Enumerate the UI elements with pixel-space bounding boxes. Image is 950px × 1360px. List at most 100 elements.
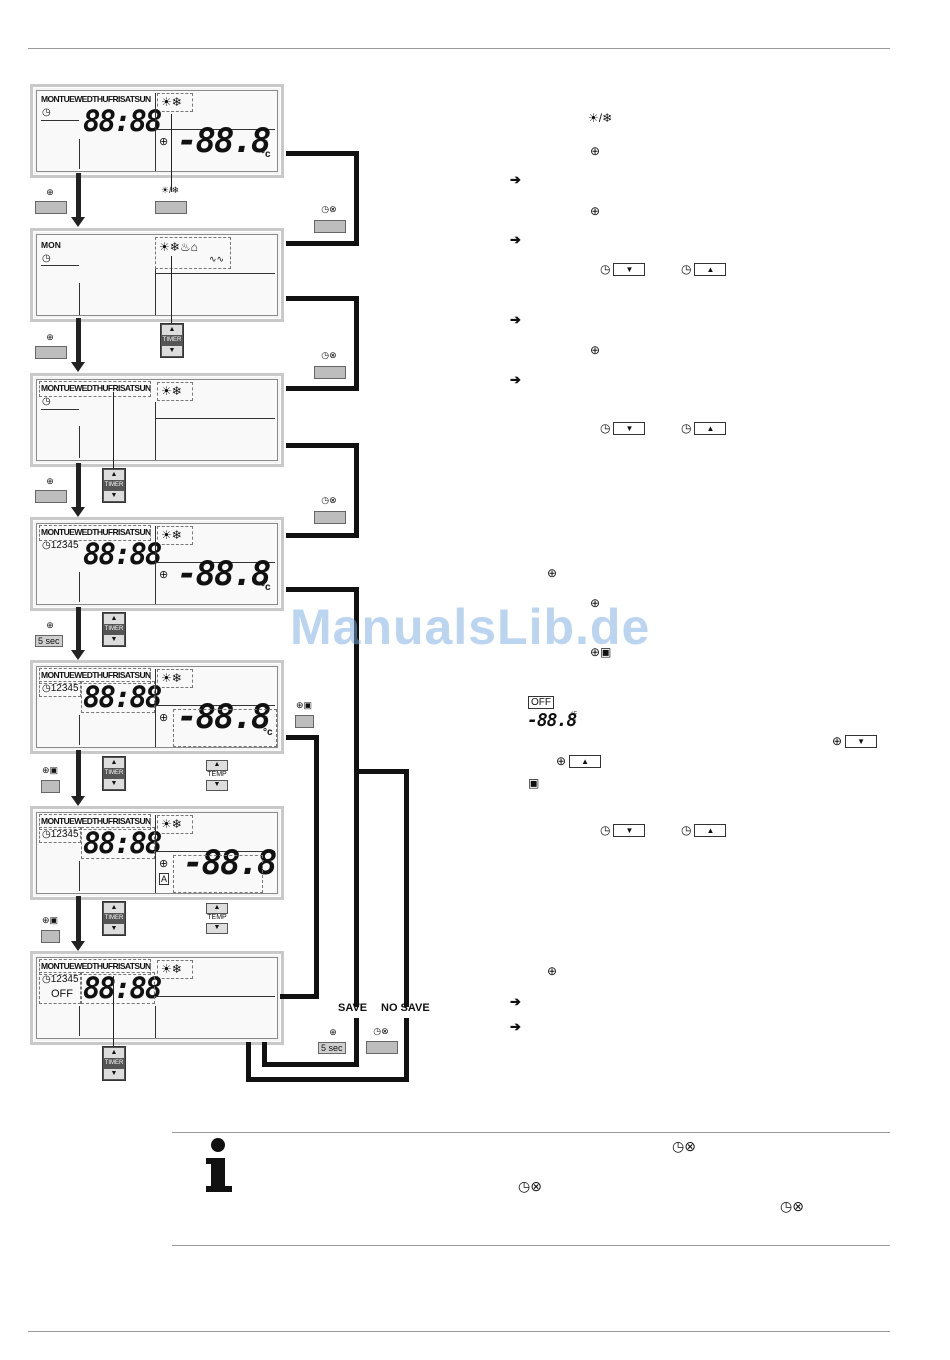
enter-icon: ⊕: [547, 964, 558, 978]
top-rule: [28, 48, 890, 49]
thermo-auto-icon: ⊕▣: [295, 700, 313, 710]
unit-c: °c: [263, 727, 273, 738]
program-row: ◷12345: [42, 829, 79, 840]
unit-c: °c: [261, 582, 271, 593]
enter-icon: ⊕: [547, 566, 558, 580]
flow-arrow: [71, 463, 85, 517]
temp-updown-button[interactable]: ▲ TEMP ▼: [206, 903, 228, 934]
enter-icon: ⊕: [590, 343, 601, 357]
program-row: ◷12345: [42, 683, 79, 694]
sun-snow-icons: ☀❄: [161, 671, 182, 685]
timer-updown-button[interactable]: ▲TIMER▼: [102, 901, 126, 936]
clock-cancel-icon: ◷⊗: [672, 1138, 696, 1154]
timer-updown-button[interactable]: ▲TIMER▼: [102, 468, 126, 503]
timer-up-key: ◷▲: [681, 823, 727, 838]
enter-icon: ⊕: [590, 204, 601, 218]
thermo-down-key: ⊕▼: [832, 734, 878, 749]
enter-button[interactable]: [35, 346, 67, 359]
temperature-display: -88.8: [177, 121, 271, 161]
lcd-screen-7: MONTUEWEDTHUFRISATSUN ☀❄ ◷12345 OFF 88:8…: [30, 951, 284, 1045]
temperature-display: -88.8: [177, 697, 271, 737]
lcd-screen-6: MONTUEWEDTHUFRISATSUN ☀❄ ◷12345 88:88 ⊕ …: [30, 806, 284, 900]
days-row: MONTUEWEDTHUFRISATSUN: [41, 961, 151, 971]
arrow-right-icon: ➔: [510, 312, 521, 327]
mode-button[interactable]: [155, 201, 187, 214]
sun-snow-icons: ☀❄: [161, 817, 182, 831]
no-save-button[interactable]: [366, 1041, 398, 1054]
arrow-right-icon: ➔: [510, 172, 521, 187]
timer-up-key: ◷▲: [681, 421, 727, 436]
temperature-display: -88.8: [183, 843, 277, 883]
time-display: 88:88: [83, 826, 162, 860]
thermo-auto-icon: ⊕▣: [590, 645, 612, 659]
thermo-auto-button[interactable]: [41, 930, 60, 943]
wave-icon: ∿∿: [209, 254, 225, 264]
thermo-up-key: ⊕▲: [556, 754, 602, 769]
lcd-screen-1: MONTUEWEDTHUFRISATSUN ☀❄ ◷ 88:88 ⊕ -88.8…: [30, 84, 284, 178]
lcd-screen-4: MONTUEWEDTHUFRISATSUN ☀❄ ◷12345 88:88 ⊕ …: [30, 517, 284, 611]
timer-updown-button[interactable]: ▲TIMER▼: [102, 1046, 126, 1081]
clock-cancel-icon: ◷⊗: [780, 1198, 804, 1214]
clock-cancel-icon: ◷⊗: [518, 1178, 542, 1194]
arrow-right-icon: ➔: [510, 994, 521, 1009]
off-box: OFF: [528, 696, 554, 709]
days-row: MONTUEWEDTHUFRISATSUN: [41, 383, 151, 393]
cancel-button[interactable]: [314, 220, 346, 233]
cancel-button[interactable]: [314, 511, 346, 524]
flow-arrow: [71, 173, 85, 227]
program-row: ◷12345: [42, 974, 79, 985]
clock-cancel-icon: ◷⊗: [321, 350, 337, 360]
arrow-right-icon: ➔: [510, 372, 521, 387]
lcd-screen-5: MONTUEWEDTHUFRISATSUN ☀❄ ◷12345 88:88 ⊕ …: [30, 660, 284, 754]
enter-icon: ⊕: [329, 1027, 337, 1037]
thermometer-icon: ⊕: [159, 858, 169, 870]
thermo-auto-button[interactable]: [295, 715, 314, 728]
clock-cancel-icon: ◷⊗: [321, 204, 337, 214]
sun-snow-key-icon: ☀/❄: [160, 185, 180, 195]
lcd-screen-3: MONTUEWEDTHUFRISATSUN ☀❄ ◷: [30, 373, 284, 467]
timer-up-key: ◷▲: [681, 262, 727, 277]
thermo-auto-button[interactable]: [41, 780, 60, 793]
days-row: MONTUEWEDTHUFRISATSUN: [41, 816, 151, 826]
enter-icon: ⊕: [590, 596, 601, 610]
sun-snow-icon: ☀/❄: [588, 111, 613, 125]
info-rule-bottom: [172, 1245, 890, 1246]
enter-button[interactable]: [35, 490, 67, 503]
clock-icon: ◷: [42, 107, 51, 118]
timer-down-key: ◷▼: [600, 823, 646, 838]
info-icon: [206, 1138, 232, 1192]
flow-arrow: [71, 750, 85, 806]
watermark: ManualsLib.de: [290, 599, 651, 655]
time-display: 88:88: [83, 971, 162, 1005]
timer-updown-button[interactable]: ▲TIMER▼: [160, 323, 184, 358]
save-label: SAVE: [338, 1002, 368, 1014]
thermo-auto-icon: ⊕▣: [41, 915, 59, 925]
enter-icon: ⊕: [46, 476, 54, 486]
arrow-right-icon: ➔: [510, 232, 521, 247]
bottom-rule: [28, 1331, 890, 1332]
temp-updown-button[interactable]: ▲ TEMP ▼: [206, 760, 228, 791]
sun-snow-icons: ☀❄: [161, 95, 182, 109]
timer-updown-button[interactable]: ▲TIMER▼: [102, 612, 126, 647]
sun-snow-icons: ☀❄: [161, 384, 182, 398]
temperature-display: -88.8: [177, 554, 271, 594]
timer-down-key: ◷▼: [600, 421, 646, 436]
sun-snow-icons: ☀❄: [161, 528, 182, 542]
thermo-auto-icon: ⊕▣: [41, 765, 59, 775]
info-rule-top: [172, 1132, 890, 1133]
temp-small-display: -88.8: [527, 710, 577, 731]
unit-c: °c: [261, 149, 271, 160]
time-display: 88:88: [83, 537, 162, 571]
no-save-label: NO SAVE: [381, 1002, 430, 1014]
days-row: MONTUEWEDTHUFRISATSUN: [41, 670, 151, 680]
cancel-button[interactable]: [314, 366, 346, 379]
off-label: OFF: [51, 988, 73, 1000]
days-row: MONTUEWEDTHUFRISATSUN: [41, 527, 151, 537]
timer-updown-button[interactable]: ▲TIMER▼: [102, 756, 126, 791]
thermometer-icon: ⊕: [159, 712, 169, 724]
five-sec-button[interactable]: 5 sec: [35, 635, 63, 647]
enter-button[interactable]: [35, 201, 67, 214]
five-sec-save-button[interactable]: 5 sec: [318, 1042, 346, 1054]
thermometer-icon: ⊕: [159, 569, 169, 581]
flow-arrow: [71, 607, 85, 660]
